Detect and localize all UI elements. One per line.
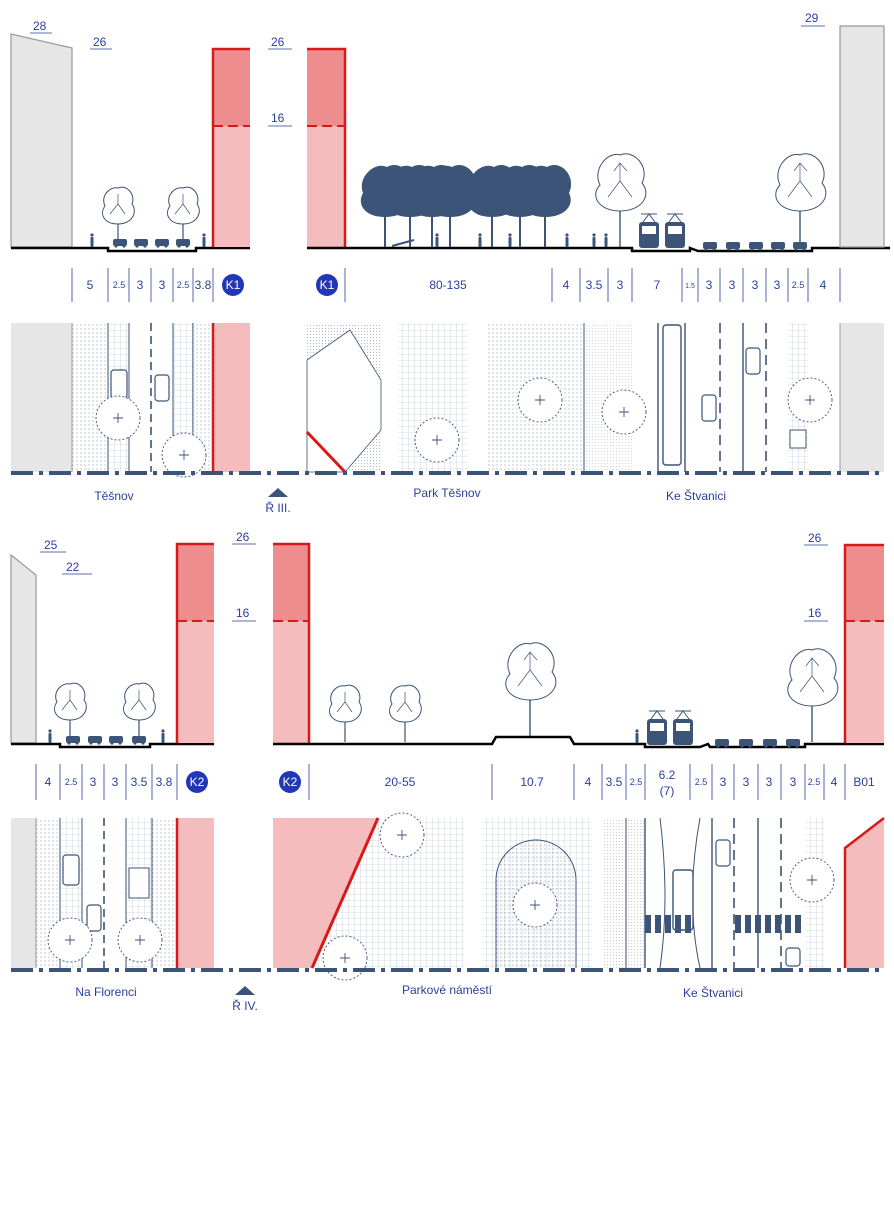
dim-s1-r-1: 4 bbox=[563, 278, 570, 292]
dim-s1-r-6: 3 bbox=[706, 278, 713, 292]
height2-mid-top: 26 bbox=[236, 530, 250, 544]
height-mid-level: 16 bbox=[271, 111, 285, 125]
badge-s1-left: K1 bbox=[226, 278, 241, 292]
dim-s1-l-2: 3 bbox=[137, 278, 144, 292]
left-building bbox=[10, 33, 73, 248]
height2-right-level: 16 bbox=[808, 606, 822, 620]
street-parkove-namesti: Parkové náměstí bbox=[402, 983, 493, 997]
dim-s2-l-0: 4 bbox=[45, 775, 52, 789]
dim-s1-r-10: 2.5 bbox=[792, 280, 805, 290]
dim-s2-r-0: 20-55 bbox=[385, 775, 416, 789]
dim-s1-r-7: 3 bbox=[729, 278, 736, 292]
height2-mid-level: 16 bbox=[236, 606, 250, 620]
dim-s2-r-3: 3.5 bbox=[606, 775, 623, 789]
section1-height-labels: 28 26 26 16 29 bbox=[30, 11, 825, 127]
dim-s1-r-11: 4 bbox=[820, 278, 827, 292]
dim-s1-l-1: 2.5 bbox=[113, 280, 126, 290]
dim-s2-l-4: 3.5 bbox=[131, 775, 148, 789]
dim-s1-r-5: 1.5 bbox=[685, 283, 695, 290]
dim-s2-r-8: 3 bbox=[720, 775, 727, 789]
street-park-tesnov: Park Těšnov bbox=[413, 486, 480, 500]
dim-s1-l-4: 2.5 bbox=[177, 280, 190, 290]
dim-s1-r-0: 80-135 bbox=[429, 278, 467, 292]
dim-s2-r-6: (7) bbox=[660, 784, 675, 798]
height-left-building: 28 bbox=[33, 19, 47, 33]
dim-s2-r-4: 2.5 bbox=[630, 777, 643, 787]
dim-s2-r-10: 3 bbox=[766, 775, 773, 789]
dim-s2-r-12: 2.5 bbox=[808, 777, 821, 787]
height-right-building: 29 bbox=[805, 11, 819, 25]
street-ke-stvanici-1: Ke Štvanici bbox=[666, 488, 726, 503]
dim-s1-l-0: 5 bbox=[87, 278, 94, 292]
marker-triangle-icon-2 bbox=[235, 986, 255, 995]
section2-street-names: Na Florenci Ř IV. Parkové náměstí Ke Štv… bbox=[75, 983, 743, 1013]
dim-s1-l-5: 3.8 bbox=[195, 278, 212, 292]
dim-s2-r-11: 3 bbox=[790, 775, 797, 789]
height2-left-top: 25 bbox=[44, 538, 58, 552]
badge-s1-right: K1 bbox=[320, 278, 335, 292]
street-tesnov: Těšnov bbox=[94, 489, 133, 503]
dim-s2-l-5: 3.8 bbox=[156, 775, 173, 789]
section2-height-labels: 25 22 26 16 26 16 bbox=[40, 530, 828, 622]
dim-s2-l-1: 2.5 bbox=[65, 777, 78, 787]
left-building-2 bbox=[10, 553, 37, 744]
dim-s1-r-3: 3 bbox=[617, 278, 624, 292]
section2-plan bbox=[11, 812, 885, 981]
dim-s1-r-8: 3 bbox=[752, 278, 759, 292]
street-r-iv: Ř IV. bbox=[232, 998, 258, 1013]
section1-street-names: Těšnov Ř III. Park Těšnov Ke Štvanici bbox=[94, 486, 726, 515]
dim-s2-r-5: 6.2 bbox=[659, 768, 676, 782]
section2-elevation bbox=[10, 542, 884, 749]
dim-s2-r-13: 4 bbox=[831, 775, 838, 789]
dim-s2-r-14: B01 bbox=[853, 775, 875, 789]
dim-s2-r-1: 10.7 bbox=[520, 775, 544, 789]
dim-s2-r-7: 2.5 bbox=[695, 777, 708, 787]
height2-left-lower: 22 bbox=[66, 560, 80, 574]
dim-s1-r-2: 3.5 bbox=[586, 278, 603, 292]
street-ke-stvanici-2: Ke Štvanici bbox=[683, 985, 743, 1000]
dim-s2-l-2: 3 bbox=[90, 775, 97, 789]
section1-elevation bbox=[10, 25, 890, 253]
dim-s1-r-4: 7 bbox=[654, 278, 661, 292]
dim-s2-r-2: 4 bbox=[585, 775, 592, 789]
marker-triangle-icon bbox=[268, 488, 288, 497]
dim-s1-l-3: 3 bbox=[159, 278, 166, 292]
section2-dimension-row: 4 2.5 3 3 3.5 3.8 K2 K2 20-55 10.7 4 3.5… bbox=[35, 764, 875, 800]
right-building bbox=[839, 25, 885, 248]
section1-plan bbox=[11, 323, 884, 478]
height-mid-top: 26 bbox=[271, 35, 285, 49]
dim-s1-r-9: 3 bbox=[774, 278, 781, 292]
badge-s2-left: K2 bbox=[190, 775, 205, 789]
section1-dimension-row: 5 2.5 3 3 2.5 3.8 K1 K1 80-135 4 3.5 3 7… bbox=[71, 268, 841, 302]
height-left-tree: 26 bbox=[93, 35, 107, 49]
badge-s2-right: K2 bbox=[283, 775, 298, 789]
height2-right-top: 26 bbox=[808, 531, 822, 545]
dim-s2-r-9: 3 bbox=[743, 775, 750, 789]
street-r-iii: Ř III. bbox=[265, 500, 290, 515]
dim-s2-l-3: 3 bbox=[112, 775, 119, 789]
street-na-florenci: Na Florenci bbox=[75, 985, 136, 999]
